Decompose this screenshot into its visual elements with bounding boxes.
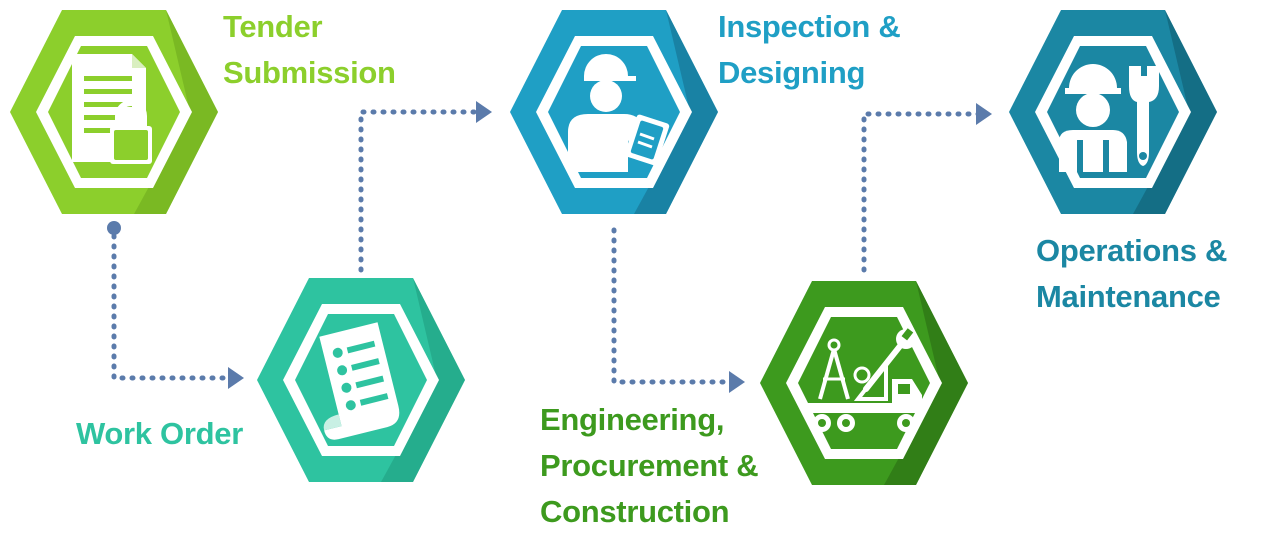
- checklist-scroll-icon: [319, 322, 400, 440]
- connector-inspection-to-epc: [611, 227, 745, 393]
- hexagon-work-order: [257, 278, 465, 482]
- step-label-operations-maintenance: Operations & Maintenance: [1036, 233, 1228, 314]
- document-lock-icon: [72, 54, 152, 164]
- step-label-work-order: Work Order: [76, 416, 243, 451]
- connector-tender-to-workorder: [107, 221, 244, 389]
- step-label-epc: Engineering, Procurement & Construction: [540, 402, 759, 529]
- step-label-inspection-designing: Inspection & Designing: [718, 9, 901, 90]
- hexagon-inspection-designing: [510, 10, 718, 214]
- connector-workorder-to-inspection: [358, 101, 492, 273]
- worker-wrench-icon: [1059, 64, 1159, 172]
- connector-epc-to-operations: [861, 103, 992, 273]
- hexagon-tender-submission: [10, 10, 218, 214]
- inspector-clipboard-icon: [568, 54, 670, 172]
- hexagon-epc: [760, 281, 968, 485]
- hexagon-operations-maintenance: [1009, 10, 1217, 214]
- engineering-truck-icon: [806, 328, 922, 432]
- step-label-tender-submission: Tender Submission: [223, 9, 396, 90]
